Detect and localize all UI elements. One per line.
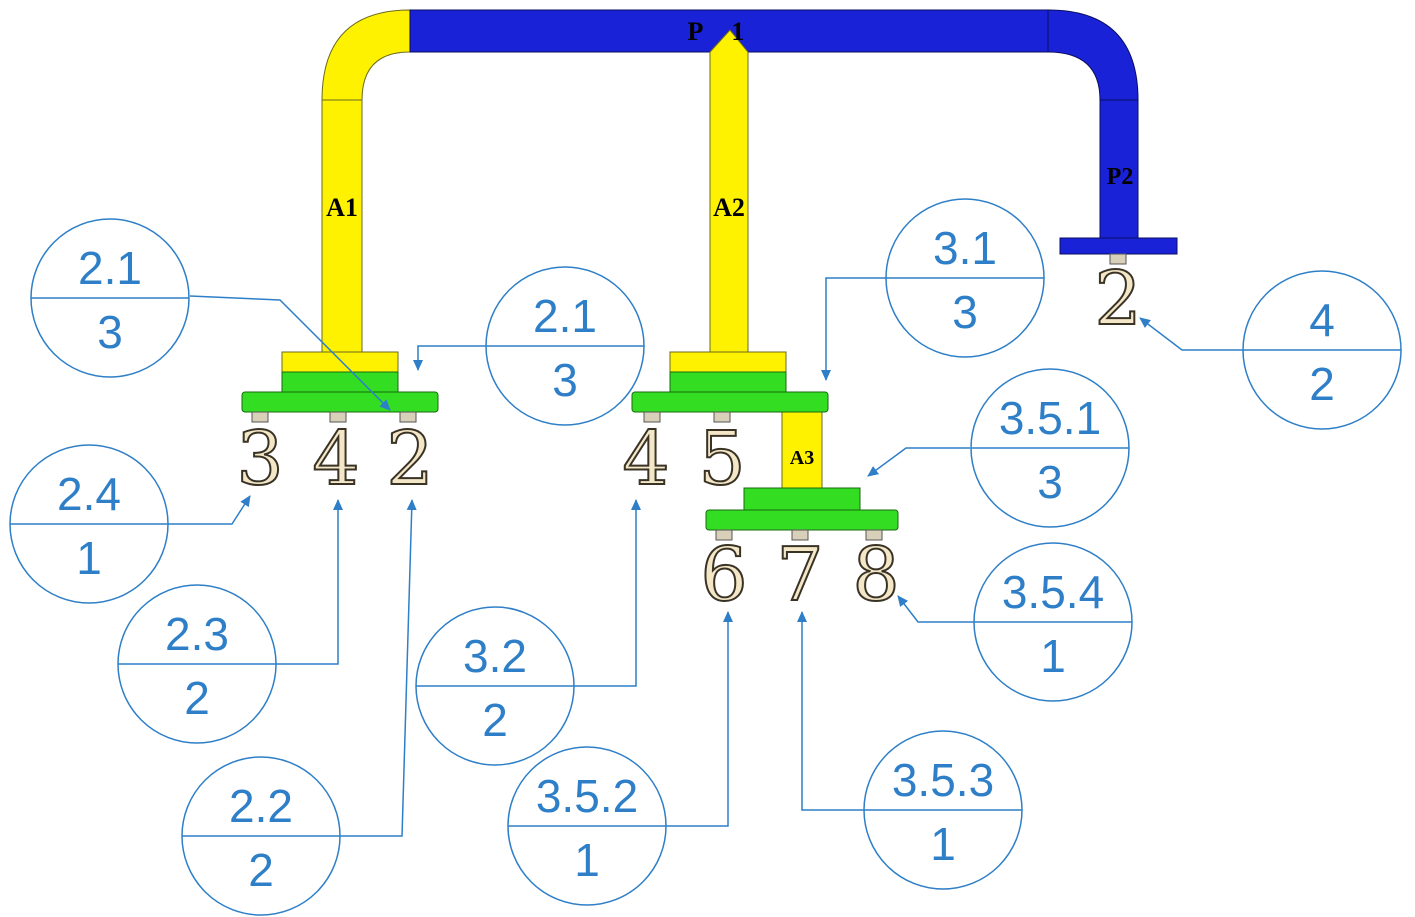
leader-line	[276, 499, 343, 665]
stud	[329, 411, 347, 423]
flange-plate	[631, 391, 829, 413]
stud	[251, 411, 269, 423]
leader-line	[1139, 317, 1244, 351]
pipe-p2-elbow	[1047, 9, 1139, 101]
balloon-quantity: 2	[482, 694, 508, 746]
balloon: 3.5.4 1	[973, 542, 1133, 702]
balloon-quantity: 2	[184, 672, 210, 724]
flange-plate	[705, 509, 899, 531]
balloon-quantity: 2	[1309, 358, 1335, 410]
pin-label: 3	[236, 416, 283, 502]
pin-label: 4	[622, 416, 669, 502]
stud	[865, 529, 883, 541]
pipe-label-p2: P2	[1107, 164, 1134, 190]
pipe-label-p1: P1	[688, 17, 773, 46]
pin-label: 5	[698, 416, 745, 502]
collar	[669, 351, 787, 373]
balloon-item-number: 3.5.2	[536, 770, 638, 822]
balloon: 2.2 2	[181, 756, 341, 916]
balloon-quantity: 1	[574, 834, 600, 886]
leader-line	[867, 447, 970, 477]
balloon-item-number: 2.3	[165, 608, 229, 660]
stud	[643, 411, 661, 423]
balloon-item-number: 3.5.3	[892, 754, 994, 806]
leader-line	[666, 611, 733, 827]
pipe-label-a2: A2	[713, 193, 745, 222]
flange-hub	[743, 487, 861, 511]
pin-label: 6	[700, 532, 747, 618]
pin-label: 7	[776, 532, 823, 618]
pin-label: 2	[1094, 256, 1141, 342]
pipe-a1-elbow	[321, 9, 411, 101]
balloon-item-number: 3.5.4	[1002, 566, 1104, 618]
leader-line	[897, 595, 974, 623]
pipe-a1	[321, 99, 363, 356]
flange-hub	[669, 371, 787, 393]
leader-lines	[168, 277, 1244, 837]
balloon: 3.5.3 1	[863, 730, 1023, 890]
pipe-label-a3: A3	[790, 447, 814, 469]
balloon: 4 2	[1242, 270, 1402, 430]
stud	[399, 411, 417, 423]
flange-hub	[281, 371, 399, 393]
balloon-quantity: 3	[97, 306, 123, 358]
leader-line	[797, 611, 864, 811]
pin-label: 4	[312, 416, 359, 502]
balloon: 3.5.1 3	[970, 368, 1130, 528]
pin-label: 8	[852, 532, 899, 618]
balloon-quantity: 1	[1040, 630, 1066, 682]
balloon-item-number: 4	[1309, 294, 1335, 346]
balloon-quantity: 3	[552, 354, 578, 406]
flange-p2	[1059, 237, 1178, 255]
leader-line	[413, 345, 488, 371]
balloon-item-number: 2.1	[533, 290, 597, 342]
balloon-item-number: 2.2	[229, 780, 293, 832]
stud	[713, 411, 731, 423]
balloon-quantity: 3	[952, 286, 978, 338]
balloon: 3.5.2 1	[507, 746, 667, 906]
leader-line	[574, 499, 641, 687]
balloon-quantity: 1	[76, 532, 102, 584]
balloon-quantity: 3	[1037, 456, 1063, 508]
flange-assembly-lower	[705, 487, 899, 541]
leader-line	[189, 295, 391, 411]
leader-line	[340, 499, 417, 837]
balloon: 2.4 1	[9, 444, 169, 604]
balloon-item-number: 3.1	[933, 222, 997, 274]
pipe-network	[321, 9, 1178, 491]
flange-assembly-left	[241, 351, 439, 423]
pipe-label-a1: A1	[326, 193, 358, 222]
collar	[281, 351, 399, 373]
pin-label: 2	[386, 416, 433, 502]
balloon-item-number: 2.4	[57, 468, 121, 520]
leader-line	[821, 277, 886, 381]
balloon-quantity: 1	[930, 818, 956, 870]
balloon: 3.1 3	[885, 198, 1045, 358]
stud	[715, 529, 733, 541]
flange-plate	[241, 391, 439, 413]
balloon-item-number: 2.1	[78, 242, 142, 294]
stud	[791, 529, 809, 541]
flange-assembly-middle	[631, 351, 829, 423]
balloon: 2.3 2	[117, 584, 277, 744]
stud-p2	[1109, 253, 1127, 265]
balloon: 3.2 2	[415, 606, 575, 766]
balloon-item-number: 3.5.1	[999, 392, 1101, 444]
balloon-item-number: 3.2	[463, 630, 527, 682]
balloon-quantity: 2	[248, 844, 274, 896]
balloon: 2.1 3	[30, 218, 190, 378]
balloon: 2.1 3	[485, 266, 645, 426]
leader-line	[168, 495, 251, 525]
